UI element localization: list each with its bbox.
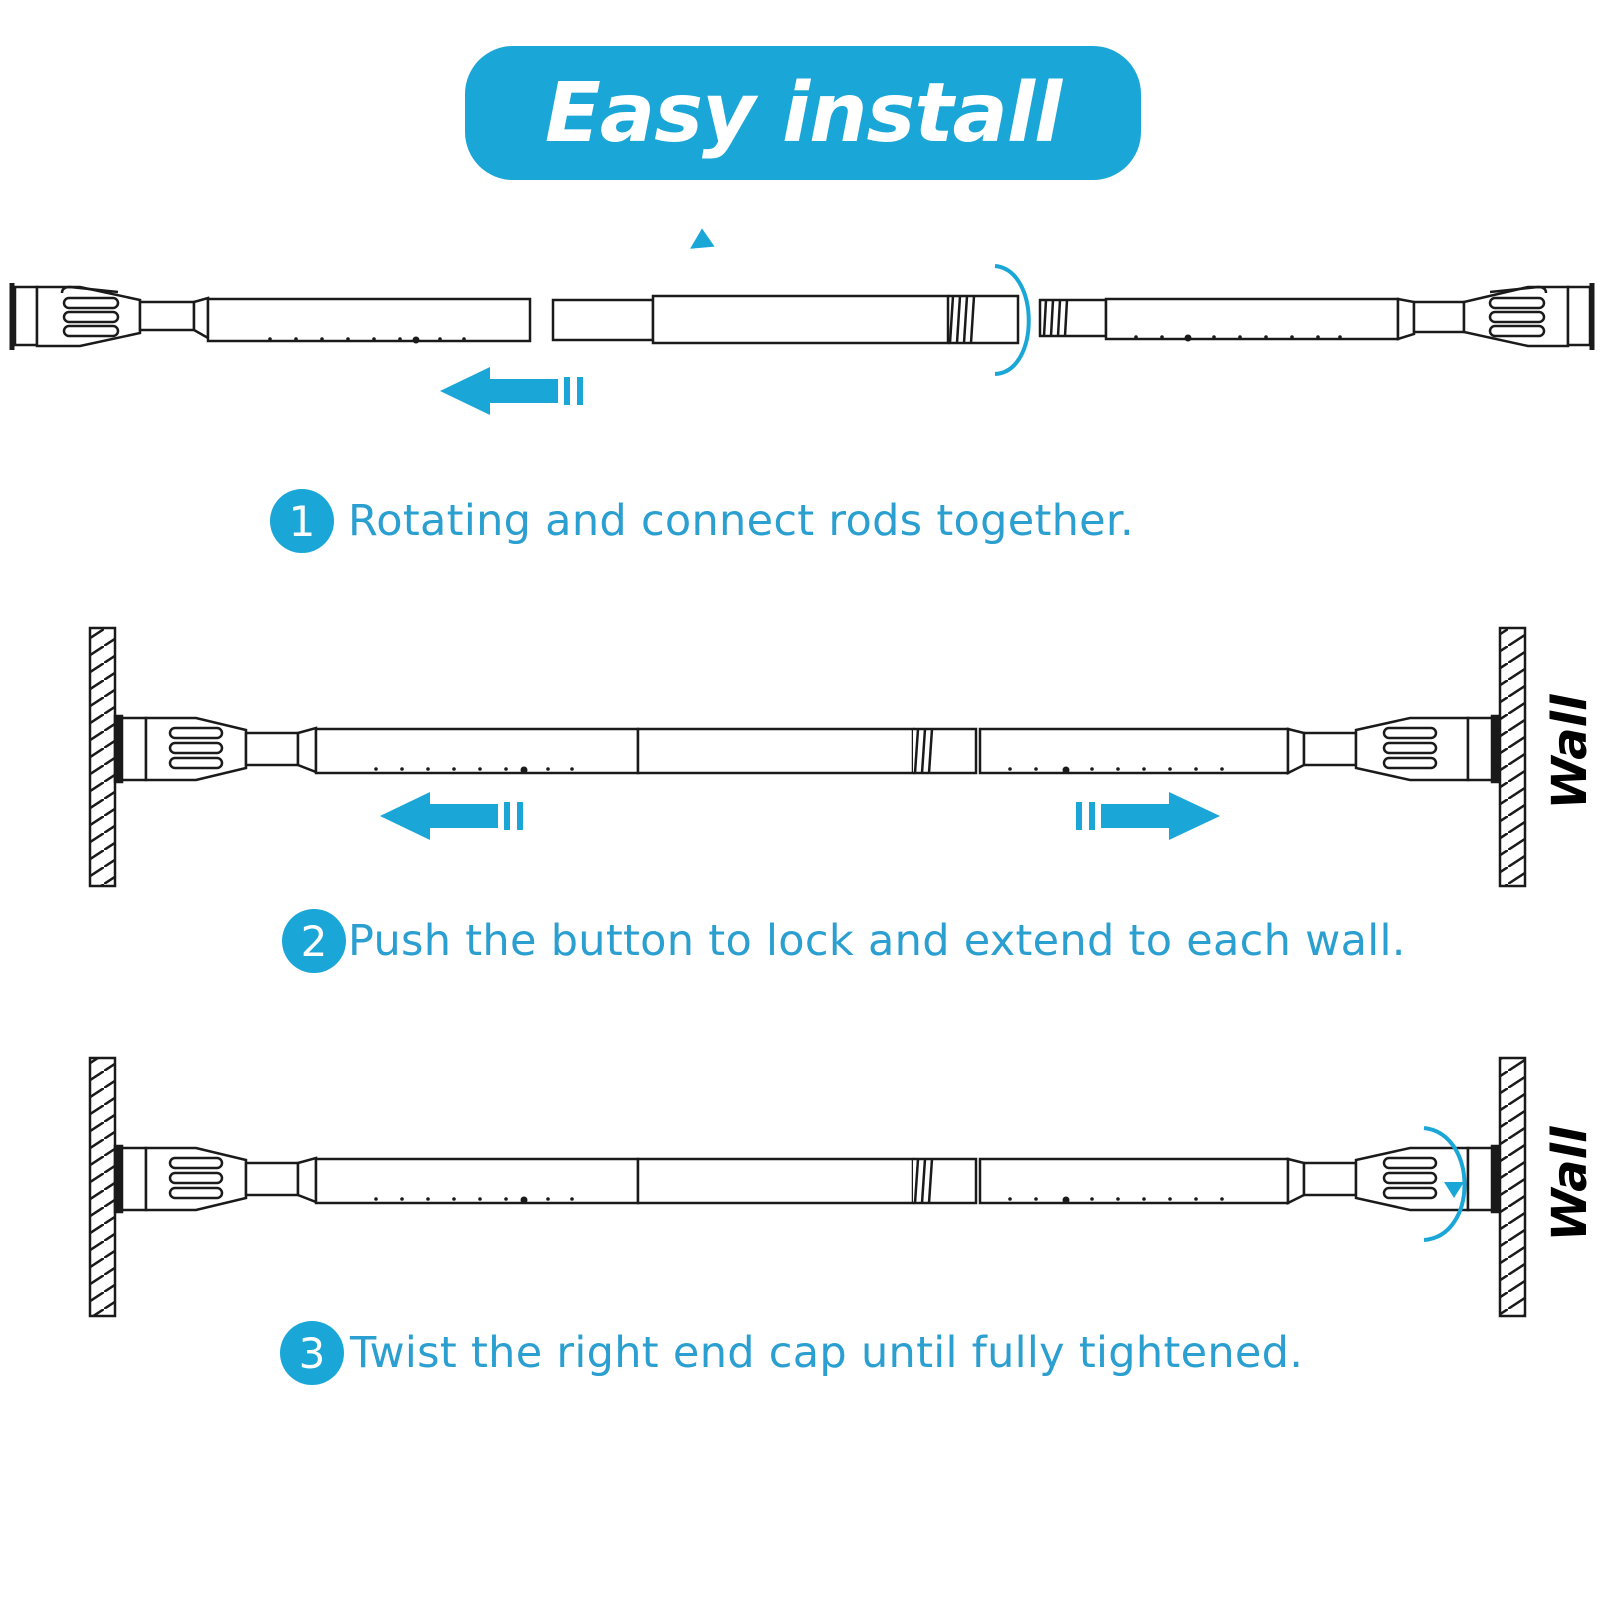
step-2: 2 Push the button to lock and extend to …	[282, 909, 1406, 973]
thread-mid	[948, 294, 1020, 345]
step-instruction: Rotating and connect rods together.	[348, 496, 1134, 546]
title-banner: Easy install	[465, 46, 1141, 180]
wall-label: Wall	[1542, 694, 1598, 810]
left-arrow-icon	[440, 367, 583, 415]
lock-holes-left	[268, 336, 466, 344]
right-arrow-icon	[1076, 792, 1220, 840]
step-number-badge: 3	[280, 1321, 344, 1385]
wall-label: Wall	[1542, 1126, 1598, 1242]
right-wall	[1498, 1056, 1527, 1318]
step-number-badge: 2	[282, 909, 346, 973]
lock-holes-right	[1134, 334, 1342, 342]
left-end-cap	[9, 283, 142, 350]
step2-rod-diagram	[88, 626, 1527, 888]
left-wall	[88, 1056, 117, 1318]
left-wall	[88, 626, 117, 888]
step-instruction: Twist the right end cap until fully tigh…	[350, 1328, 1304, 1378]
right-wall	[1498, 626, 1527, 888]
thread-right	[1038, 298, 1108, 338]
step1-rod-diagram	[9, 283, 1595, 350]
right-end-cap	[1462, 283, 1595, 350]
page-title: Easy install	[544, 65, 1062, 161]
step-1: 1 Rotating and connect rods together.	[270, 489, 1134, 553]
step-number-badge: 1	[270, 489, 334, 553]
step-3: 3 Twist the right end cap until fully ti…	[280, 1321, 1303, 1385]
rotate-arrow-icon	[690, 228, 1031, 376]
rotate-arrow-icon	[1423, 1126, 1467, 1242]
step-instruction: Push the button to lock and extend to ea…	[348, 916, 1406, 966]
step3-rod-diagram	[88, 1056, 1527, 1318]
left-arrow-icon	[380, 792, 523, 840]
